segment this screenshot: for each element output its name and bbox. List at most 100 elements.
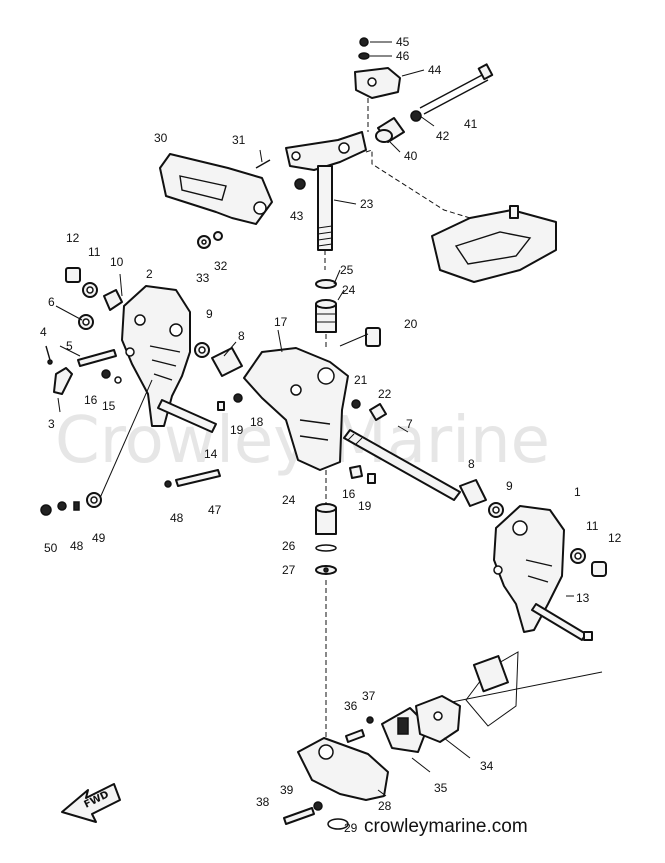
callout-6: 6 <box>48 295 55 309</box>
callout-36: 36 <box>344 699 358 713</box>
part-25-washer <box>315 279 337 289</box>
callout-27: 27 <box>282 563 296 577</box>
callout-29: 29 <box>344 821 358 835</box>
part-19-cap <box>217 401 225 411</box>
part-13-bolt <box>531 603 593 641</box>
part-9-bushing-b <box>488 502 504 518</box>
part-39-washer <box>313 801 323 811</box>
callout-38: 38 <box>256 795 270 809</box>
part-11-washer <box>82 282 98 298</box>
part-30-handle <box>159 153 273 225</box>
part-27-washer <box>315 565 337 575</box>
callout-8b: 8 <box>468 457 475 471</box>
callout-10: 10 <box>110 255 124 269</box>
part-46-washer <box>358 52 392 60</box>
callout-46: 46 <box>396 49 410 63</box>
callout-2: 2 <box>146 267 153 281</box>
callout-31: 31 <box>232 133 246 147</box>
part-32-washer <box>213 231 223 241</box>
callout-7: 7 <box>406 417 413 431</box>
part-12-nut-b <box>591 561 607 577</box>
part-top-cowl-mount <box>431 205 557 283</box>
callout-26: 26 <box>282 539 296 553</box>
part-49-washer <box>86 492 102 508</box>
part-21-grease-nipple <box>351 399 361 409</box>
callout-23: 23 <box>360 197 374 211</box>
part-24-bushing-b <box>315 503 337 535</box>
callout-16: 16 <box>84 393 98 407</box>
callout-39: 39 <box>280 783 294 797</box>
part-45-bolt <box>359 37 392 47</box>
leader-lines <box>55 69 574 797</box>
part-15-washer <box>114 376 122 384</box>
callout-19: 19 <box>230 423 244 437</box>
part-17-swivel-bracket <box>243 347 349 471</box>
part-24-bushing <box>315 299 337 333</box>
part-36-bolt <box>345 729 365 743</box>
part-upper-bracket <box>285 131 367 171</box>
callout-25: 25 <box>340 263 354 277</box>
part-18-grease-nipple <box>233 393 243 403</box>
part-2-clamp-bracket <box>121 285 191 427</box>
part-38-bolt <box>283 807 315 825</box>
part-lower-plate <box>451 651 603 727</box>
part-22-bolt <box>369 403 387 421</box>
callout-35: 35 <box>434 781 448 795</box>
callout-22: 22 <box>378 387 392 401</box>
part-16-nut-b <box>349 465 363 479</box>
part-28-lower-mount <box>297 737 389 801</box>
callout-14: 14 <box>204 447 218 461</box>
callout-12: 12 <box>66 231 80 245</box>
part-50-nut <box>40 501 67 516</box>
callout-18: 18 <box>250 415 264 429</box>
part-14-rod <box>157 399 217 433</box>
callout-30: 30 <box>154 131 168 145</box>
fwd-arrow-icon: FWD <box>61 783 121 823</box>
callout-15: 15 <box>102 399 116 413</box>
part-7-tilt-tube <box>343 429 461 501</box>
callout-12b: 12 <box>608 531 622 545</box>
callout-13: 13 <box>576 591 590 605</box>
part-16-nut <box>101 369 111 379</box>
part-20-plate <box>365 327 381 347</box>
callout-numbers: 45 46 44 41 42 40 30 31 23 43 12 11 10 2… <box>40 35 622 835</box>
callout-16b: 16 <box>342 487 356 501</box>
leader-cowl <box>365 149 471 219</box>
callout-11b: 11 <box>586 519 599 533</box>
callout-9b: 9 <box>506 479 513 493</box>
website-footer: crowleymarine.com <box>364 816 528 837</box>
callout-17: 17 <box>274 315 288 329</box>
callout-5: 5 <box>66 339 73 353</box>
part-37-washer <box>366 716 374 724</box>
callout-33: 33 <box>196 271 210 285</box>
part-8-bushing <box>211 347 243 377</box>
callout-1: 1 <box>574 485 581 499</box>
part-35-damper <box>381 707 429 753</box>
part-8-bushing-b <box>459 479 487 507</box>
part-40-bushing <box>375 117 405 143</box>
callout-50: 50 <box>44 541 58 555</box>
callout-24b: 24 <box>282 493 296 507</box>
part-48-washer-b <box>73 501 80 511</box>
callout-47: 47 <box>208 503 222 517</box>
callout-19b: 19 <box>358 499 372 513</box>
leader-49 <box>99 379 153 499</box>
callout-24: 24 <box>342 283 356 297</box>
part-44-cap <box>354 67 401 99</box>
part-1-clamp-bracket <box>493 505 565 633</box>
callout-21: 21 <box>354 373 368 387</box>
callout-48: 48 <box>170 511 184 525</box>
part-43-nut <box>294 178 306 190</box>
part-11-washer-b <box>570 548 586 564</box>
callout-32: 32 <box>214 259 228 273</box>
callout-48b: 48 <box>70 539 84 553</box>
callout-8: 8 <box>238 329 245 343</box>
callout-45: 45 <box>396 35 410 49</box>
part-42-washer <box>410 110 422 122</box>
part-47-bolt <box>175 469 221 487</box>
part-12-nut <box>65 267 81 283</box>
part-41-bolt <box>419 63 494 115</box>
callout-20: 20 <box>404 317 418 331</box>
part-10-plate <box>103 289 123 311</box>
